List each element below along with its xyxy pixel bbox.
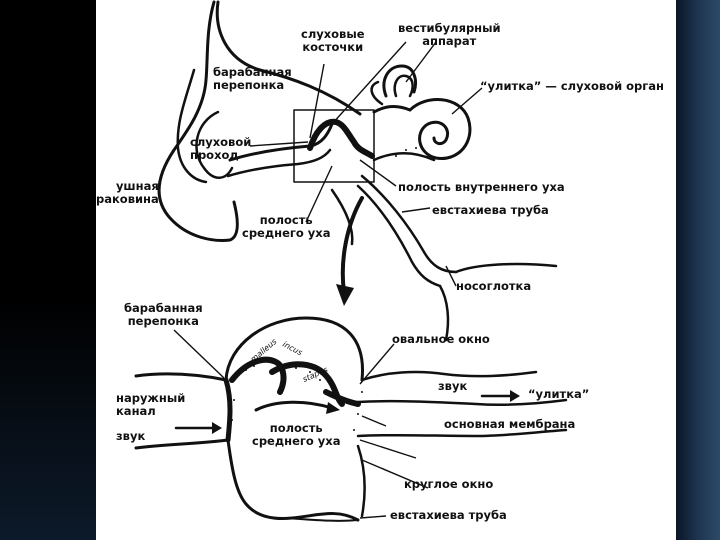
eardrum [223,377,233,443]
label-ossicles: слуховые косточки [301,27,365,54]
ossicles-chain [307,118,375,159]
semicircular-canal-2 [393,74,414,98]
eustachian-tube-bottom [285,517,359,522]
middle-ear-floor [226,438,360,522]
semicircular-canal-3 [370,80,384,106]
label-middle-ear-bottom: полость среднего уха [252,421,341,448]
label-nasopharynx: носоглотка [456,279,532,293]
label-round-window: круглое окно [404,477,494,491]
label-oval-window: овальное окно [392,332,490,346]
ear-diagram [134,0,568,522]
middle-ear-dome [224,316,364,382]
inner-ear-lower [372,152,436,162]
label-pinna: ушная раковина [96,179,159,206]
sound-arrow-right-head [510,390,520,402]
left-margin [0,0,96,540]
eustachian-tube-lower [356,184,442,288]
label-vestibular: вестибулярный аппарат [398,21,501,48]
pinna-outline [157,0,239,242]
outer-canal-upper [134,372,228,382]
label-middle-ear-top: полость среднего уха [242,213,331,240]
inner-wall-upper [360,370,538,382]
label-inner-ear-cavity: полость внутреннего уха [398,180,565,194]
label-sound-right: звук [438,379,468,393]
pressure-arrow-head [326,402,340,414]
nasopharynx-lower [438,284,450,342]
bone-texture [231,147,417,431]
label-cochlea-top: “улитка” — слуховой орган [480,79,664,93]
label-eardrum-top: барабанная перепонка [213,65,292,92]
ossicles-box [293,109,375,183]
sound-arrow-left-head [212,422,222,434]
pinna-antihelix [176,68,208,184]
stapes-bone [323,389,361,407]
zoom-arrow [340,196,364,294]
outer-canal-lower [134,438,230,450]
round-window-wall [356,444,366,518]
label-sound-left: звук [116,429,146,443]
pinna-concha [195,110,234,179]
pressure-arrow [254,400,334,412]
label-outer-canal: наружный канал [116,391,186,418]
slide: слуховые косточки вестибулярный аппарат … [96,0,676,540]
label-basilar-membrane: основная мембрана [444,417,576,431]
cochlea-spiral [408,98,472,160]
ear-canal-lower [226,148,332,178]
label-cochlea-bottom: “улитка” [528,387,590,401]
label-eustachian-top: евстахиева труба [432,203,549,217]
label-eardrum-bottom: барабанная перепонка [124,301,203,328]
middle-ear-curve [330,188,354,246]
inner-wall-lower [356,428,568,438]
eustachian-tube-upper [360,174,458,274]
zoom-arrow-head [336,284,354,306]
nasopharynx-contour [454,262,558,274]
inner-wall-mid [356,398,568,407]
label-ear-canal: слуховой проход [190,135,252,162]
malleus-bone [229,356,287,395]
label-eustachian-bottom: евстахиева труба [390,508,507,522]
semicircular-canal-1 [382,64,417,98]
right-margin-gradient [676,0,720,540]
head-contour [215,0,362,116]
cochlea-base [372,105,412,114]
